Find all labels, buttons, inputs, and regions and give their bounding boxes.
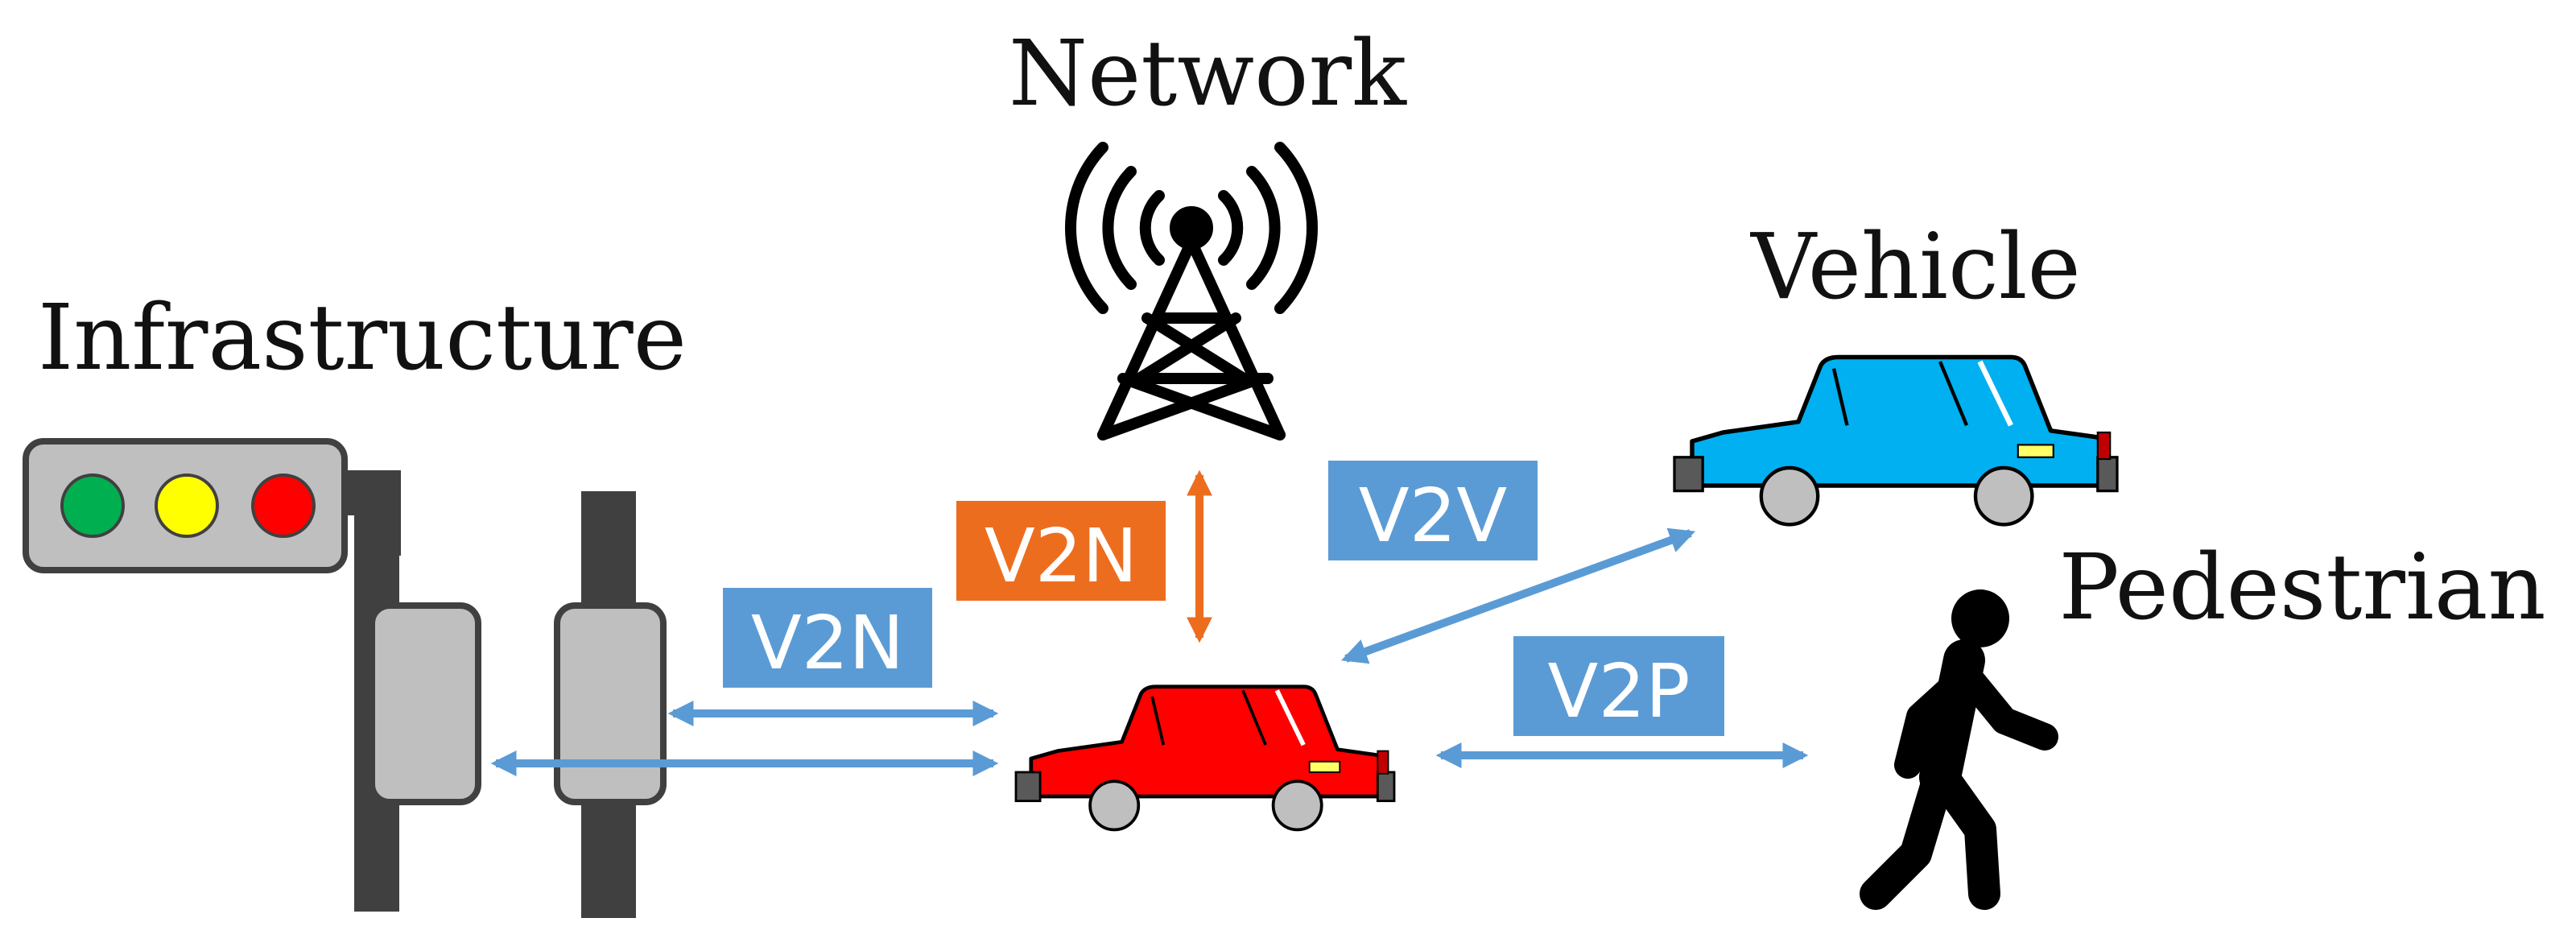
v2p-tag: V2P [1513, 636, 1724, 736]
cell-tower-icon [1065, 142, 1318, 440]
infrastructure-heading: Infrastructure [38, 286, 687, 391]
v2n-network-tag: V2N [956, 501, 1166, 601]
v2p-label: V2P [1548, 648, 1690, 734]
vehicle-heading: Vehicle [1749, 215, 2081, 320]
roadside-unit-icon [554, 491, 667, 918]
traffic-light-icon [23, 438, 481, 912]
walking-person-icon [1860, 589, 2058, 910]
blue-car-icon [1674, 358, 2117, 525]
v2n-infrastructure-label: V2N [751, 600, 904, 686]
yellow-light [155, 474, 219, 538]
network-heading: Network [1009, 22, 1407, 126]
v2v-tag: V2V [1328, 461, 1538, 560]
v2v-label: V2V [1359, 473, 1507, 559]
red-car-icon [1016, 687, 1394, 830]
green-light [60, 474, 125, 538]
red-light [251, 474, 316, 538]
v2n-network-label: V2N [985, 513, 1137, 599]
pedestrian-heading: Pedestrian [2058, 536, 2545, 640]
v2n-infrastructure-tag: V2N [723, 588, 932, 688]
vehicle-link-arrow [1340, 527, 1696, 664]
